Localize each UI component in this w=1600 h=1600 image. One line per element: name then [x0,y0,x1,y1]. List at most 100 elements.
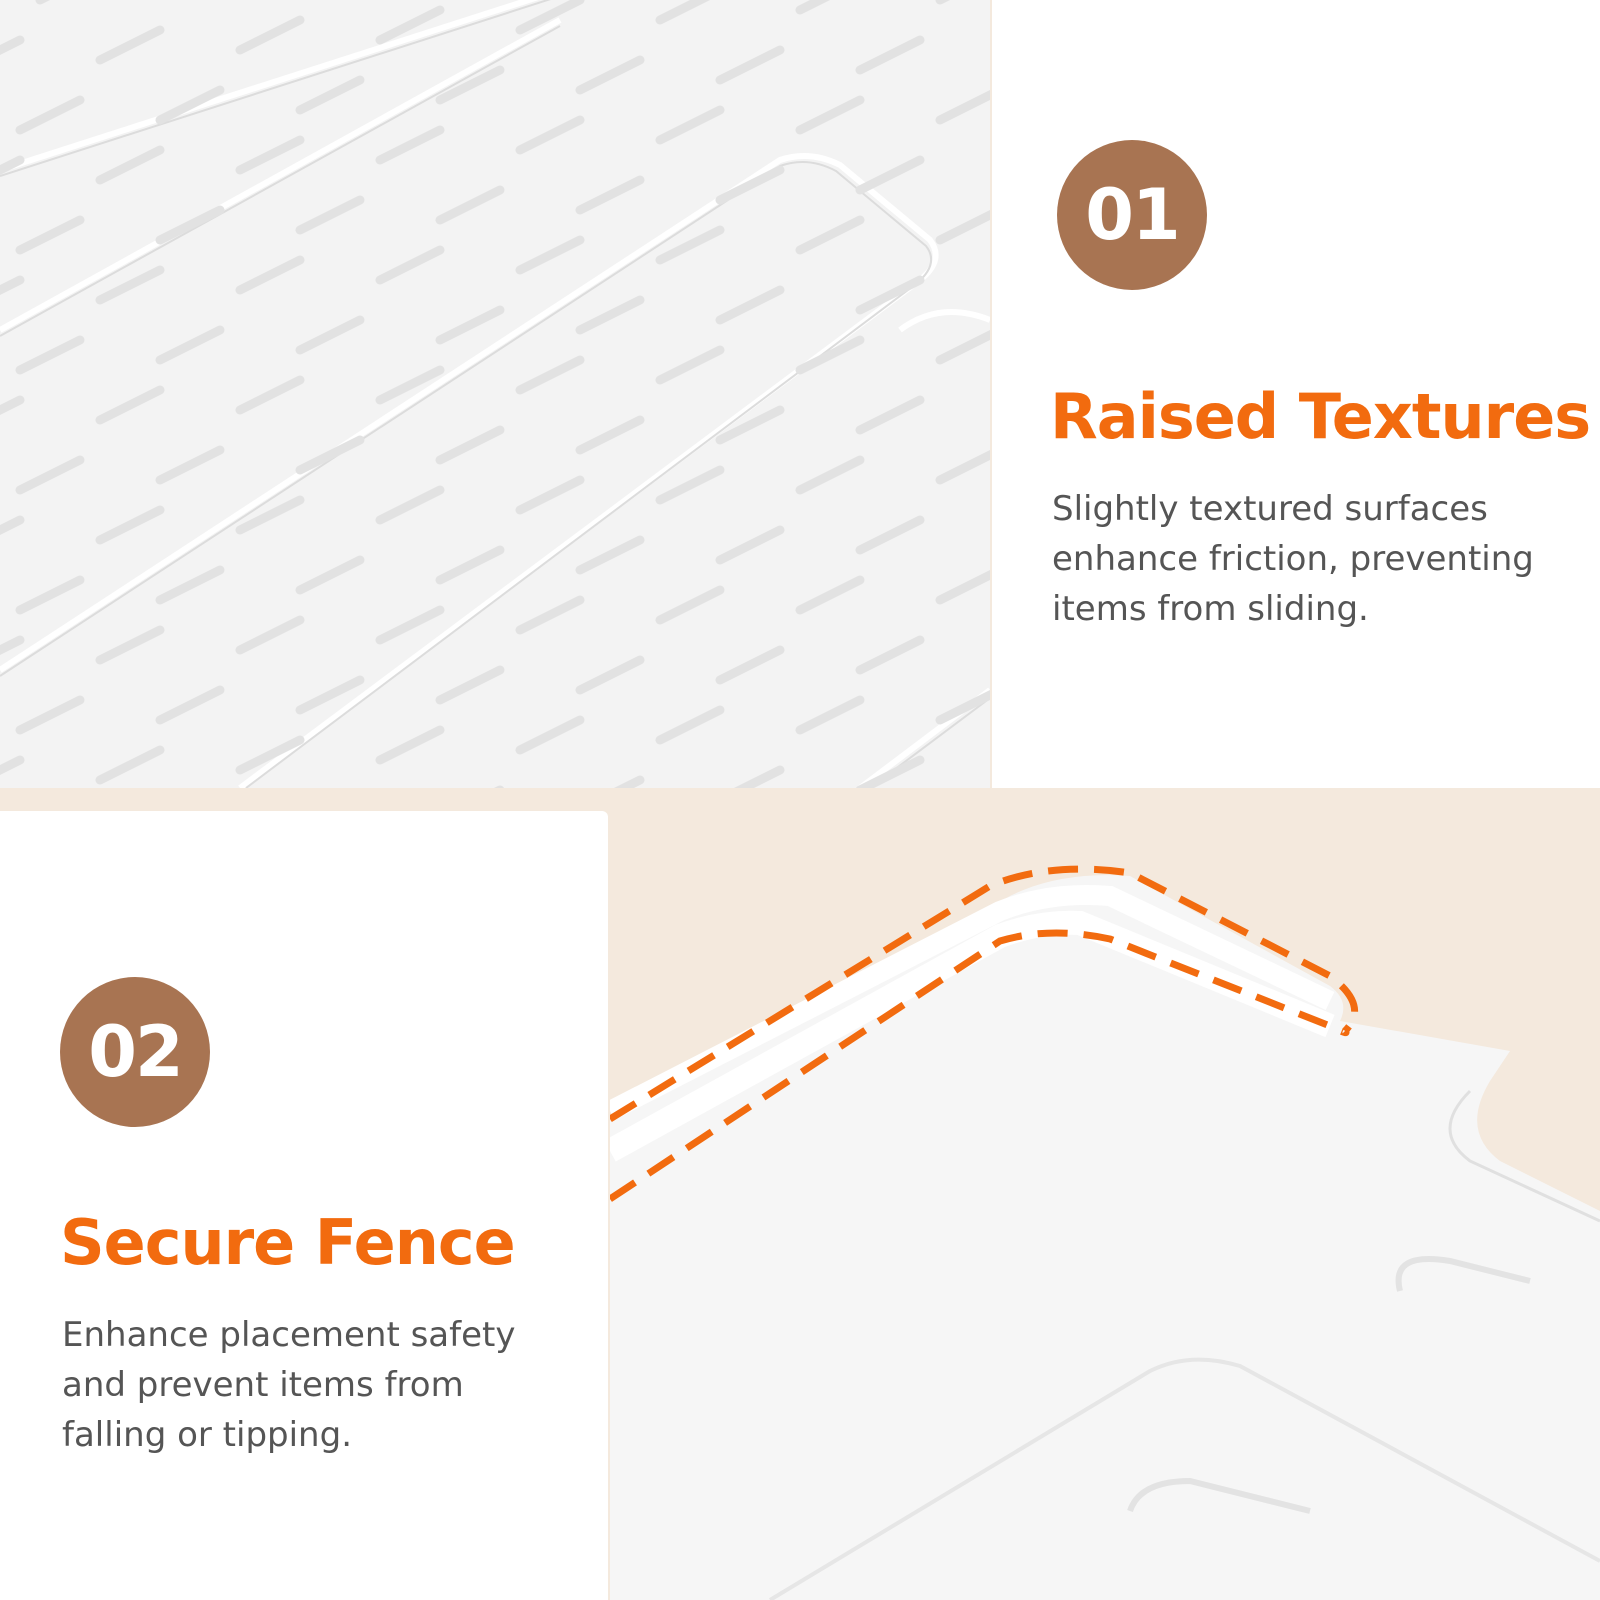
texture-slot [515,115,585,155]
texture-slot [375,125,445,165]
feature-description: Slightly textured surfaces enhance frict… [1052,489,1534,629]
texture-slot [155,445,225,485]
texture-slot [715,45,785,85]
texture-slot [575,55,645,95]
texture-slot [155,85,225,125]
texture-slot [295,75,365,115]
texture-slot [295,675,365,715]
texture-slot [935,209,990,245]
texture-slot [15,95,85,135]
texture-slot [715,645,785,685]
texture-slot [0,395,25,416]
texture-slot [95,625,165,665]
texture-slot [855,155,925,195]
texture-slot [515,715,585,755]
texture-slot [155,565,225,605]
texture-slot [435,185,505,225]
texture-slot [0,755,25,776]
feature-panel-secure-fence: 02 Secure Fence Enhance placement safety… [0,811,608,1600]
texture-slot [0,275,25,296]
texture-slot [155,325,225,365]
texture-slot [375,605,445,645]
texture-slot [795,575,865,615]
texture-slot [575,655,645,695]
texture-slot [515,595,585,635]
texture-slot [15,695,85,735]
texture-slot [795,95,865,135]
texture-slot [375,725,445,765]
texture-slot [95,505,165,545]
texture-slot [655,705,725,745]
texture-slot [655,345,725,385]
texture-slot [235,615,305,655]
texture-slot [935,569,990,605]
texture-slot [295,555,365,595]
texture-slot [935,689,990,725]
texture-slot [655,105,725,145]
texture-slot [375,245,445,285]
texture-slot [235,135,305,175]
texture-slot [935,329,990,365]
texture-slot [295,315,365,355]
texture-slot [855,395,925,435]
texture-slot [435,665,505,705]
texture-slot [0,155,25,176]
texture-slot [575,415,645,455]
texture-slot [655,585,725,625]
texture-slot [0,35,25,56]
texture-slot [575,175,645,215]
texture-slot [715,165,785,205]
texture-slot [655,225,725,265]
texture-slot [95,25,165,65]
texture-slot [795,215,865,255]
texture-slot [795,0,831,15]
texture-slot [435,425,505,465]
feature-title: Secure Fence [60,1206,516,1279]
texture-slot [95,385,165,425]
texture-slot [15,215,85,255]
texture-slot [855,635,925,675]
texture-slot [575,295,645,335]
texture-slot [733,765,785,788]
texture-slot [855,755,925,788]
texture-slot [235,375,305,415]
texture-slot [435,305,505,345]
texture-slot [95,265,165,305]
texture-slot [575,535,645,575]
texture-slot [515,0,585,35]
texture-slot [375,365,445,405]
feature-title: Raised Textures [1050,380,1591,453]
texture-slot [235,15,305,55]
texture-slot [95,745,165,785]
texture-slot [0,515,25,536]
fence-highlight-outline [610,865,1358,1202]
texture-slot [935,89,990,125]
raised-texture-photo [0,0,990,788]
texture-slot [655,465,725,505]
texture-slot [935,449,990,485]
secure-fence-photo [610,811,1600,1600]
texture-slot [95,145,165,185]
texture-slot [855,515,925,555]
feature-panel-raised-textures: 01 Raised Textures Slightly textured sur… [992,0,1600,788]
texture-slot [235,735,305,775]
texture-slot [155,205,225,245]
texture-slot [295,435,365,475]
texture-slot [435,545,505,585]
texture-slot [855,35,925,75]
texture-slot [655,0,711,25]
texture-slot [235,255,305,295]
texture-slot [0,635,25,656]
texture-slot [855,275,925,315]
feature-number-badge: 01 [1057,140,1207,290]
texture-slot [795,455,865,495]
feature-description: Enhance placement safety and prevent ite… [62,1315,516,1455]
texture-slot [15,335,85,375]
feature-number-badge: 02 [60,977,210,1127]
texture-slot [715,285,785,325]
texture-slot [795,335,865,375]
texture-slot [613,775,645,788]
texture-slot [795,695,865,735]
texture-slot [435,65,505,105]
texture-slot [715,525,785,565]
